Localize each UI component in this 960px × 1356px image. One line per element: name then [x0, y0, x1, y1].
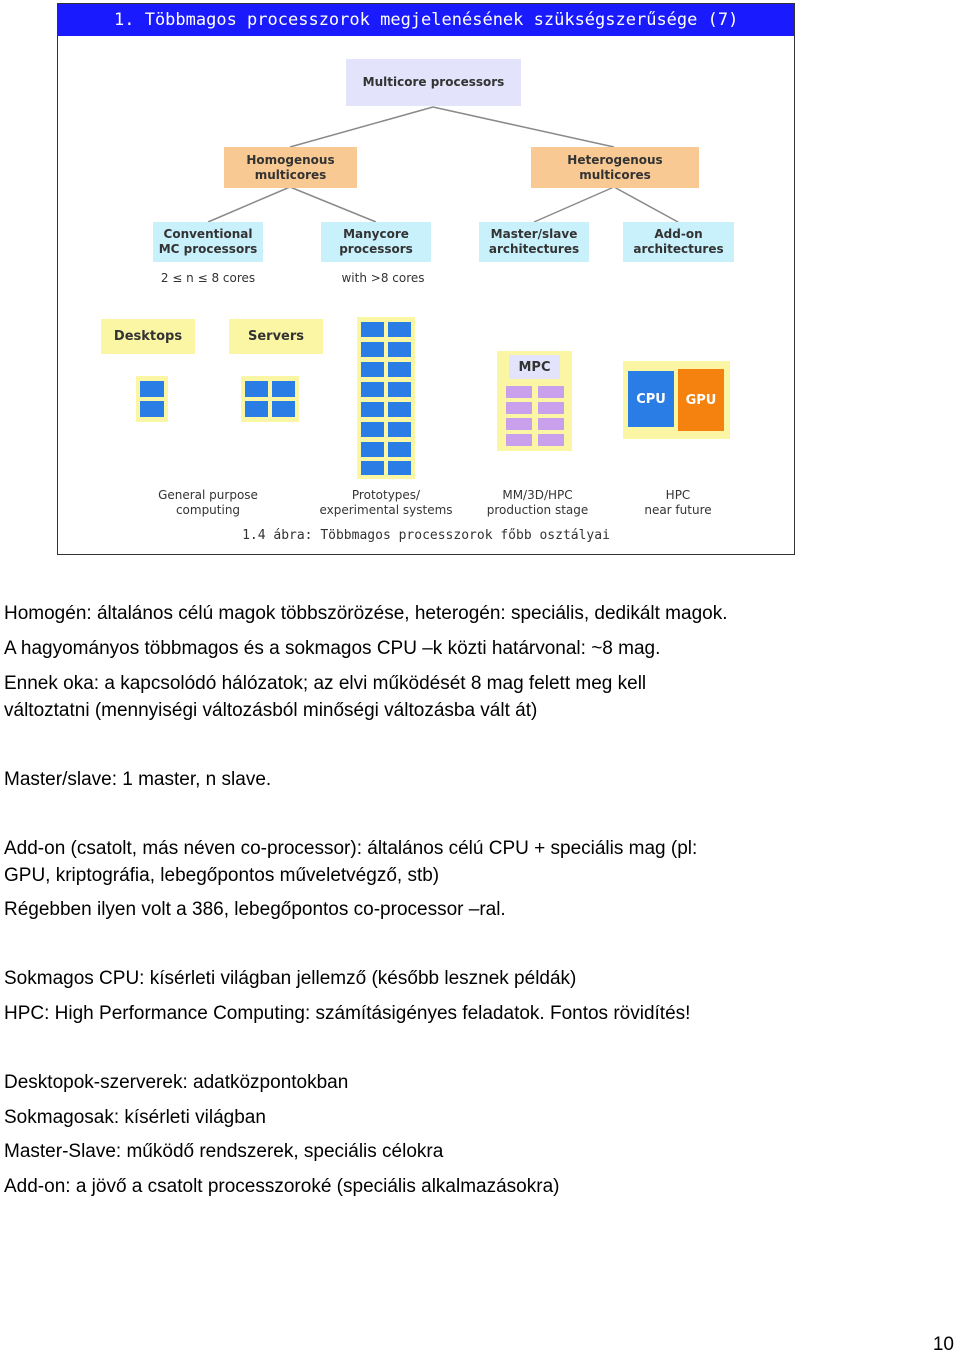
- tree-connectors: [207, 106, 679, 223]
- cpu-core: CPU: [628, 371, 674, 427]
- page-number: 10: [932, 1334, 954, 1355]
- mm3d-label: MM/3D/HPC production stage: [486, 488, 589, 517]
- manycore-node: Manycore processors: [321, 222, 431, 262]
- body-line-2: A hagyományos többmagos és a sokmagos CP…: [4, 638, 661, 659]
- body-line-12: Sokmagosak: kísérleti világban: [4, 1107, 266, 1128]
- body-line-6: Add-on (csatolt, más néven co-processor)…: [4, 838, 698, 859]
- addon-node: Add-on architectures: [623, 222, 734, 262]
- body-line-7: GPU, kriptográfia, lebegőpontos műveletv…: [4, 865, 440, 886]
- body-line-13: Master-Slave: működő rendszerek, speciál…: [4, 1141, 444, 1162]
- manycore-chip: [357, 317, 415, 479]
- general-purpose-label: General purpose computing: [158, 488, 258, 517]
- body-line-4: változtatni (mennyiségi változásból minő…: [4, 700, 538, 721]
- mpc-label: MPC: [509, 355, 560, 379]
- hpc-future-label: HPC near future: [644, 488, 712, 517]
- slide-title: 1. Többmagos processzorok megjelenésének…: [58, 4, 794, 36]
- homogenous-node: Homogenous multicores: [224, 147, 357, 188]
- masterslave-node: Master/slave architectures: [479, 222, 589, 262]
- body-line-1: Homogén: általános célú magok többszöröz…: [4, 603, 728, 624]
- body-line-9: Sokmagos CPU: kísérleti világban jellemz…: [4, 968, 577, 989]
- body-line-11: Desktopok-szerverek: adatközpontokban: [4, 1072, 349, 1093]
- desktop-chip: [136, 376, 168, 422]
- body-line-8: Régebben ilyen volt a 386, lebegőpontos …: [4, 899, 506, 920]
- figure-slide: 1. Többmagos processzorok megjelenésének…: [57, 3, 795, 555]
- cores-range-label: 2 ≤ n ≤ 8 cores: [160, 271, 256, 285]
- body-line-10: HPC: High Performance Computing: számítá…: [4, 1003, 691, 1024]
- cores-many-label: with >8 cores: [341, 271, 425, 285]
- multicore-processors-node: Multicore processors: [346, 59, 521, 106]
- body-line-5: Master/slave: 1 master, n slave.: [4, 769, 272, 790]
- servers-node: Servers: [229, 319, 323, 354]
- prototypes-label: Prototypes/ experimental systems: [319, 488, 453, 517]
- mpc-chip: MPC: [497, 351, 572, 451]
- addon-chip: CPU GPU: [623, 361, 730, 439]
- server-chip: [241, 376, 299, 422]
- desktops-node: Desktops: [101, 319, 195, 354]
- body-line-14: Add-on: a jövő a csatolt processzoroké (…: [4, 1176, 560, 1197]
- heterogenous-node: Heterogenous multicores: [531, 147, 699, 188]
- figure-caption: 1.4 ábra: Többmagos processzorok főbb os…: [242, 528, 610, 543]
- gpu-core: GPU: [678, 369, 724, 431]
- conventional-node: Conventional MC processors: [153, 222, 263, 262]
- body-line-3: Ennek oka: a kapcsolódó hálózatok; az el…: [4, 673, 647, 694]
